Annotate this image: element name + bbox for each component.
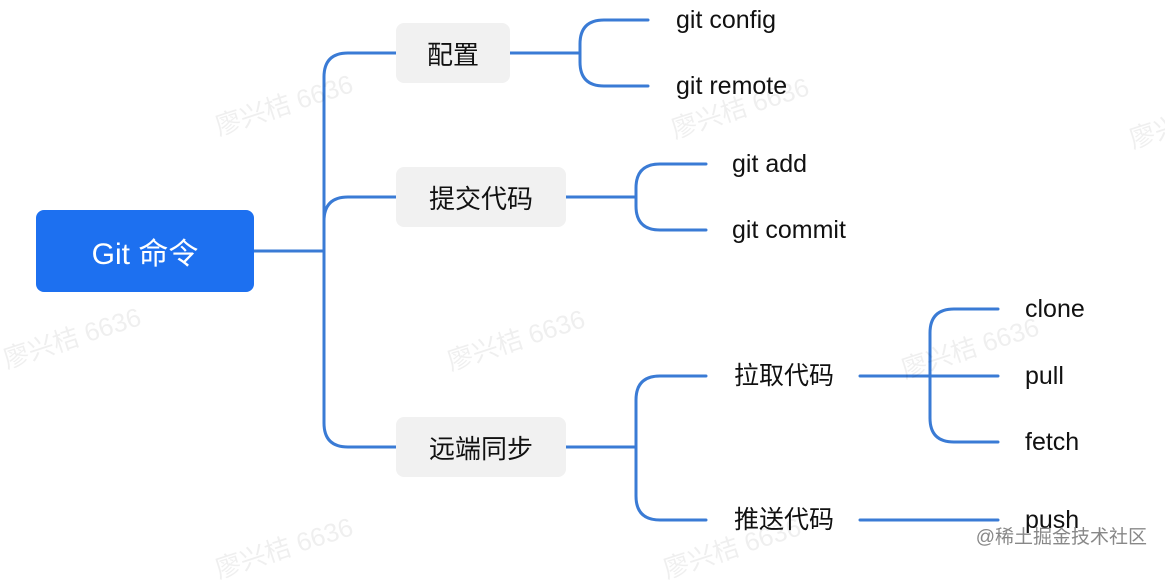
connector-remote-push bbox=[634, 445, 708, 522]
connector-remote-pull bbox=[634, 374, 708, 449]
branch-remote[interactable]: 远端同步 bbox=[396, 417, 566, 477]
leaf-git-config[interactable]: git config bbox=[676, 6, 777, 34]
mindmap-connectors bbox=[252, 18, 1000, 522]
connector-config-gitremote bbox=[578, 51, 650, 88]
connector-commit-gitcommit bbox=[634, 195, 708, 232]
footer-watermark: @稀土掘金技术社区 bbox=[975, 527, 1147, 548]
connector-root-remote bbox=[322, 249, 398, 449]
connector-root-commit bbox=[322, 195, 398, 253]
leaf-git-remote[interactable]: git remote bbox=[676, 72, 788, 100]
leaf-git-add[interactable]: git add bbox=[732, 150, 808, 178]
subbranch-push[interactable]: 推送代码 bbox=[734, 506, 835, 534]
leaf-fetch[interactable]: fetch bbox=[1025, 428, 1080, 456]
connector-config-gitconfig bbox=[578, 18, 650, 55]
branch-commit[interactable]: 提交代码 bbox=[396, 167, 566, 227]
connector-pull-clone bbox=[928, 307, 1000, 378]
leaf-push[interactable]: push bbox=[1025, 506, 1080, 534]
root-node[interactable]: Git 命令 bbox=[36, 210, 254, 292]
leaf-clone[interactable]: clone bbox=[1025, 295, 1085, 323]
leaf-git-commit[interactable]: git commit bbox=[732, 216, 846, 244]
connector-root-config bbox=[322, 51, 398, 253]
connector-commit-gitadd bbox=[634, 162, 708, 199]
connector-pull-fetch bbox=[928, 374, 1000, 444]
subbranch-pull[interactable]: 拉取代码 bbox=[734, 362, 835, 390]
leaf-pull[interactable]: pull bbox=[1025, 362, 1064, 390]
branch-config[interactable]: 配置 bbox=[396, 23, 510, 83]
